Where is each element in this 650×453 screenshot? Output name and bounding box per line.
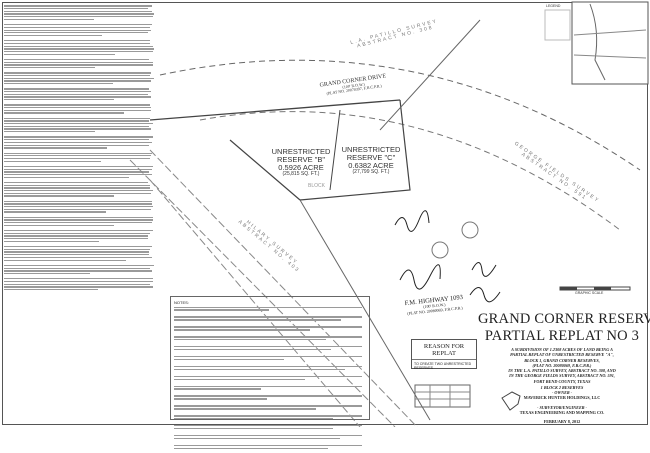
note-line bbox=[174, 425, 362, 426]
signature bbox=[472, 263, 496, 277]
notes-box: NOTES: bbox=[170, 296, 370, 420]
note-line bbox=[174, 319, 341, 320]
legend-title: LEGEND bbox=[546, 5, 560, 9]
note-line bbox=[174, 408, 316, 409]
reserve-c-label: UNRESTRICTEDRESERVE "C"0.6382 ACRE(27,79… bbox=[340, 146, 402, 175]
legend-box bbox=[545, 10, 570, 40]
note-line bbox=[174, 395, 362, 396]
reserve-b-label: UNRESTRICTEDRESERVE "B"0.5926 ACRE(25,81… bbox=[270, 148, 332, 177]
note-line bbox=[174, 438, 340, 439]
note-line bbox=[174, 359, 284, 360]
reason-text: TO CREATE TWO UNRESTRICTED RESERVES bbox=[412, 360, 476, 372]
block-label: BLOCK bbox=[308, 184, 325, 189]
note-line bbox=[174, 326, 362, 327]
note-line bbox=[174, 435, 362, 436]
note-line bbox=[174, 309, 269, 310]
note-line bbox=[174, 329, 310, 330]
line-curve-table bbox=[415, 385, 470, 407]
note-line bbox=[174, 366, 362, 367]
note-line bbox=[174, 405, 362, 406]
plat-description: A SUBDIVISION OF 1.2308 ACRES OF LAND BE… bbox=[480, 347, 644, 424]
notes-title: NOTES: bbox=[174, 300, 366, 305]
note-line bbox=[174, 398, 267, 399]
vicinity-map bbox=[572, 2, 648, 84]
note-line bbox=[174, 339, 326, 340]
signature bbox=[395, 211, 429, 232]
note-line bbox=[174, 346, 362, 347]
seal bbox=[462, 222, 478, 238]
note-line bbox=[174, 336, 362, 337]
reason-for-replat-box: REASON FOR REPLAT TO CREATE TWO UNRESTRI… bbox=[411, 339, 477, 369]
plat-subtitle: PARTIAL REPLAT NO 3 bbox=[478, 328, 646, 344]
note-line bbox=[174, 386, 362, 387]
note-line bbox=[174, 349, 331, 350]
note-line bbox=[174, 445, 362, 446]
note-line bbox=[174, 307, 362, 308]
note-line bbox=[174, 356, 362, 357]
signature bbox=[470, 288, 500, 302]
table-grid bbox=[415, 385, 470, 407]
note-line bbox=[174, 376, 362, 377]
note-line bbox=[174, 418, 333, 419]
note-line bbox=[174, 379, 305, 380]
note-line bbox=[174, 415, 362, 416]
seal bbox=[432, 242, 448, 258]
note-line bbox=[174, 388, 261, 389]
graphic-scale-label: GRAPHIC SCALE bbox=[575, 292, 603, 296]
note-line bbox=[174, 428, 333, 429]
signature bbox=[400, 265, 440, 289]
reason-title: REASON FOR REPLAT bbox=[412, 343, 476, 360]
note-line bbox=[174, 448, 328, 449]
note-line bbox=[174, 369, 345, 370]
plat-title: GRAND CORNER RESERVES bbox=[478, 311, 646, 327]
note-line bbox=[174, 316, 362, 317]
